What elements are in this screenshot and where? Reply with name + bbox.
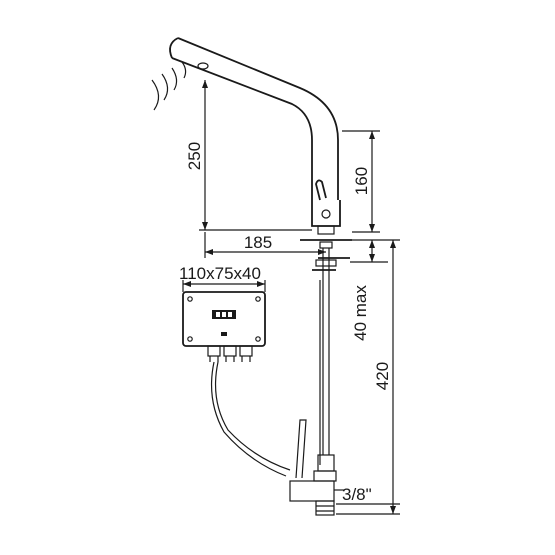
connection-valve — [289, 419, 344, 516]
brand-logo-icon — [212, 310, 236, 319]
dim-body-height: 160 — [352, 167, 371, 195]
faucet-spout — [169, 37, 339, 200]
faucet-body — [311, 179, 341, 235]
control-box — [182, 291, 266, 362]
cable — [210, 361, 291, 477]
dim-spout-reach: 185 — [244, 233, 272, 252]
dim-total-length: 420 — [373, 362, 392, 390]
mounting-assembly — [300, 239, 352, 465]
dimension-lines — [182, 80, 400, 515]
dim-connection: 3/8" — [342, 485, 372, 504]
dim-spout-height: 250 — [185, 142, 204, 170]
dim-deck-thickness: 40 max — [351, 285, 370, 341]
dim-box-size: 110x75x40 — [179, 264, 261, 283]
sensor-waves-icon — [151, 61, 187, 111]
